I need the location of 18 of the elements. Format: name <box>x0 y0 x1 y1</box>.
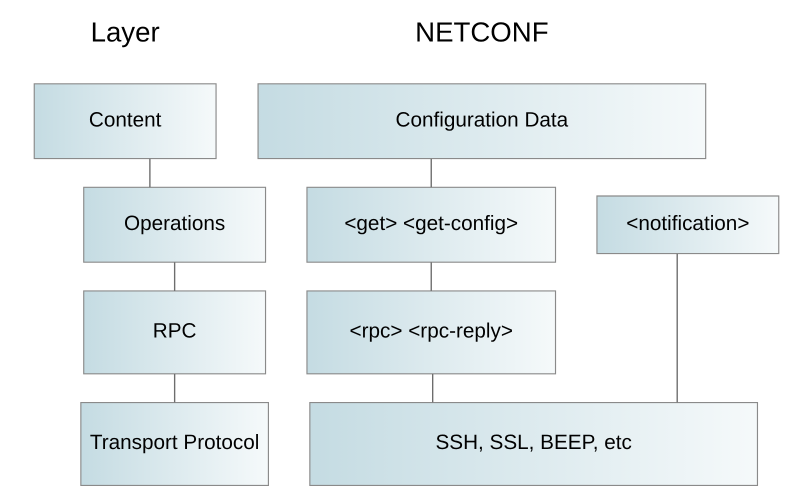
connector <box>430 262 432 290</box>
node-box: RPC <box>82 290 266 374</box>
node-box: <get> <get-config> <box>306 186 556 262</box>
connector <box>430 158 432 187</box>
node-box: Operations <box>82 186 266 262</box>
connector <box>432 373 433 402</box>
node-box: SSH, SSL, BEEP, etc <box>308 401 758 486</box>
connector <box>173 262 175 290</box>
node-box: Content <box>33 82 216 159</box>
connector <box>148 158 150 187</box>
node-box: <notification> <box>596 194 779 254</box>
label: Layer <box>90 16 160 47</box>
node-box: Configuration Data <box>256 82 706 159</box>
connector <box>676 253 678 402</box>
node-box: Transport Protocol <box>80 401 268 486</box>
connector <box>173 373 175 402</box>
label: NETCONF <box>414 16 548 47</box>
node-box: <rpc> <rpc-reply> <box>306 290 556 374</box>
